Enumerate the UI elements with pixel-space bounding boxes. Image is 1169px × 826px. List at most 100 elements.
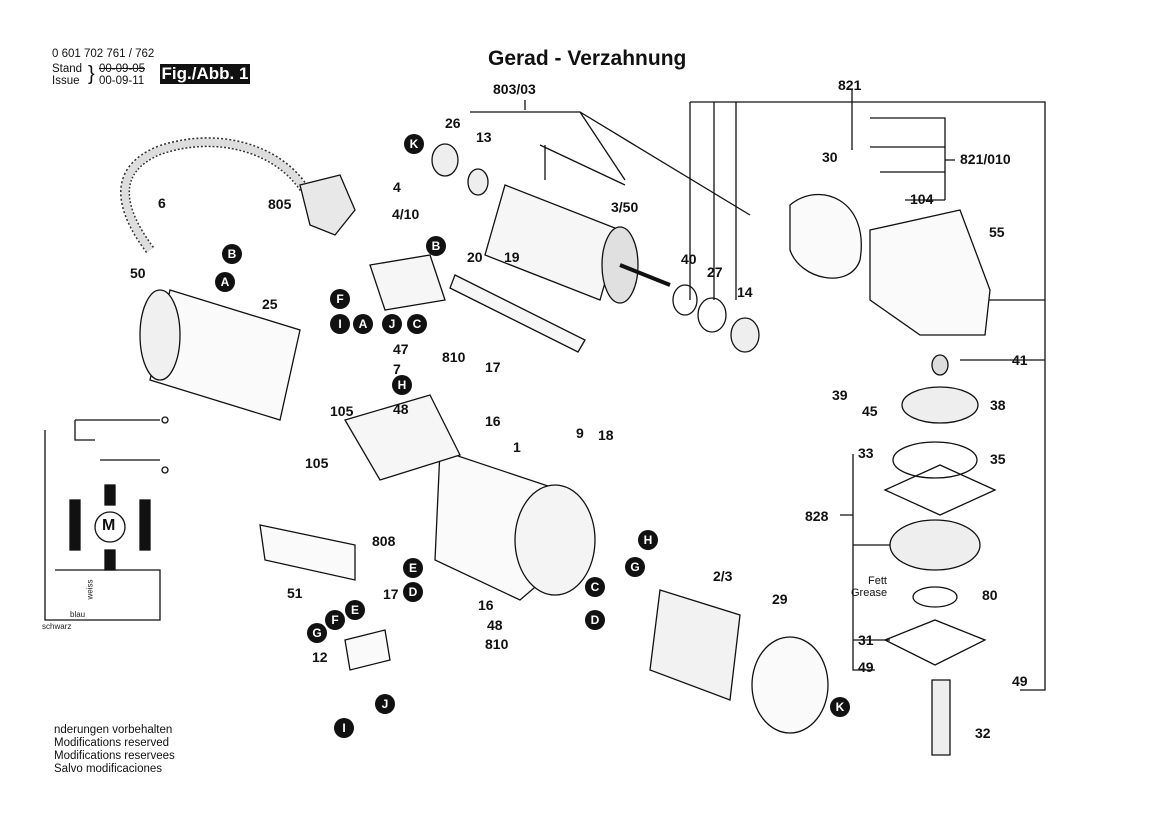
bearing-41 xyxy=(931,354,949,376)
wire-label-blau: blau xyxy=(70,610,86,619)
stand-date: 00-09-05 xyxy=(99,63,146,75)
part-label: 47 xyxy=(393,341,409,357)
connector-bubble: H xyxy=(638,530,658,550)
part-label: 821 xyxy=(838,77,862,93)
part-label: 50 xyxy=(130,265,146,281)
connector-bubble: F xyxy=(325,610,345,630)
bearing-14 xyxy=(730,317,760,353)
cover-51 xyxy=(259,524,356,581)
connector-bubble: G xyxy=(307,623,327,643)
part-label: 25 xyxy=(262,296,278,312)
part-label: 48 xyxy=(487,617,503,633)
part-label: 105 xyxy=(330,403,354,419)
part-label: 808 xyxy=(372,533,396,549)
connector-bubble: J xyxy=(382,314,402,334)
plug-805 xyxy=(299,174,356,236)
part-label: 7 xyxy=(393,361,401,377)
connector-bubble: C xyxy=(585,577,605,597)
footer-line-de: nderungen vorbehalten xyxy=(54,724,173,736)
cover-30 xyxy=(789,193,862,279)
part-label: 49 xyxy=(1012,673,1028,689)
connector-bubble: K xyxy=(404,134,424,154)
part-label: 27 xyxy=(707,264,723,280)
leader-41 xyxy=(960,299,1045,361)
connector-bubble: E xyxy=(403,558,423,578)
part-label: 20 xyxy=(467,249,483,265)
plate-31 xyxy=(883,619,987,666)
switch-4 xyxy=(369,254,446,311)
leader-828 xyxy=(840,454,900,671)
bearing-13 xyxy=(467,168,489,196)
part-label: 805 xyxy=(268,196,292,212)
part-numbers: 0 601 702 761 / 762 xyxy=(52,48,155,60)
terminal-2 xyxy=(161,466,169,474)
part-label: 810 xyxy=(485,636,509,652)
issue-date: 00-09-11 xyxy=(99,75,145,87)
motor-symbol: M xyxy=(102,517,116,534)
connector-bubble: B xyxy=(426,236,446,256)
brace-icon: } xyxy=(88,63,95,85)
part-label: 41 xyxy=(1012,352,1028,368)
part-label: 35 xyxy=(990,451,1006,467)
part-label: 80 xyxy=(982,587,998,603)
part-label: 17 xyxy=(383,586,399,602)
part-label: 2/3 xyxy=(713,568,733,584)
connector-bubble: F xyxy=(330,289,350,309)
part-label: 55 xyxy=(989,224,1005,240)
brush-top xyxy=(104,484,116,506)
part-label: 49 xyxy=(858,659,874,675)
armature-shaft xyxy=(619,263,671,287)
part-label: 17 xyxy=(485,359,501,375)
part-label: 810 xyxy=(442,349,466,365)
connector-bubble: E xyxy=(345,600,365,620)
leader-803-03 xyxy=(470,100,751,216)
slide-20 xyxy=(449,274,586,353)
part-label: 31 xyxy=(858,632,874,648)
part-label: 30 xyxy=(822,149,838,165)
connector-bubble: K xyxy=(830,697,850,717)
connector-bubble: D xyxy=(403,582,423,602)
part-label: 14 xyxy=(737,284,753,300)
terminal-1 xyxy=(161,416,169,424)
part-label: 39 xyxy=(832,387,848,403)
part-label: 16 xyxy=(478,597,494,613)
wire-label-weiss: weiss xyxy=(85,579,95,600)
end-shield-29 xyxy=(751,636,829,734)
part-label: 4 xyxy=(393,179,401,195)
suppressor-12 xyxy=(344,629,391,671)
figure-label: Fig./Abb. 1 xyxy=(160,64,250,84)
part-label: 33 xyxy=(858,445,874,461)
washer-80 xyxy=(912,586,958,608)
connector-bubble: B xyxy=(222,244,242,264)
part-label: 105 xyxy=(305,455,329,471)
part-label: 18 xyxy=(598,427,614,443)
part-label: 38 xyxy=(990,397,1006,413)
part-label: 40 xyxy=(681,251,697,267)
bevel-gear-38 xyxy=(901,386,979,424)
connector-bubble: C xyxy=(407,314,427,334)
motor-circle xyxy=(94,511,126,543)
part-label: 29 xyxy=(772,591,788,607)
wiring-lines xyxy=(44,419,161,621)
connector-bubble: A xyxy=(215,272,235,292)
bearing-26 xyxy=(431,143,459,177)
part-label: 4/10 xyxy=(392,206,420,222)
field-coil-left xyxy=(69,499,81,551)
connector-bubble: G xyxy=(625,557,645,577)
bearing-flange-828 xyxy=(889,519,981,571)
field-coil xyxy=(649,589,741,701)
part-label: 16 xyxy=(485,413,501,429)
footer-line-fr: Modifications reservees xyxy=(54,750,175,762)
gear-housing xyxy=(869,209,991,336)
ring-27 xyxy=(697,297,727,333)
part-label: 45 xyxy=(862,403,878,419)
switch-carrier xyxy=(344,394,461,481)
connector-bubble: A xyxy=(353,314,373,334)
part-label: 48 xyxy=(393,401,409,417)
wire-label-schwarz: schwarz xyxy=(42,622,72,631)
o-ring-33 xyxy=(892,441,978,479)
part-label: 13 xyxy=(476,129,492,145)
part-label: 19 xyxy=(504,249,520,265)
part-label: 32 xyxy=(975,725,991,741)
